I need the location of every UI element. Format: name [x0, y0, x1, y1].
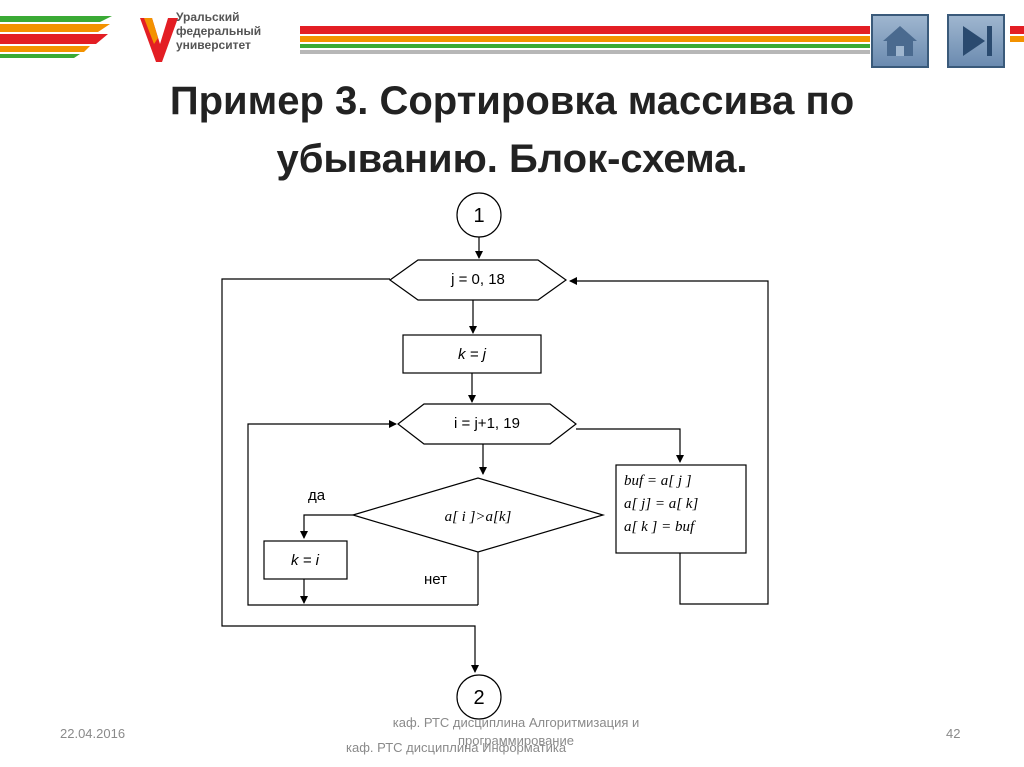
swap-line-3: a[ k ] = buf: [624, 519, 696, 535]
assign-k-i-label: k = i: [291, 552, 320, 569]
home-icon: [883, 26, 917, 56]
inner-loop-block: i = j+1, 19: [397, 403, 577, 445]
branch-no-label: нет: [424, 571, 447, 588]
footer-page-number: 42: [946, 726, 961, 741]
slide-title: Пример 3. Сортировка массива по убыванию…: [169, 79, 855, 181]
swap-line-1: buf = a[ j ]: [624, 473, 692, 489]
assign-k-j-label: k = j: [458, 346, 487, 363]
start-connector-label: 1: [473, 205, 484, 227]
header-stripes: [0, 16, 1024, 58]
footer-department-2: каф. РТС дисциплина Информатика: [346, 740, 567, 755]
start-connector: 1: [456, 192, 502, 238]
next-slide-icon: [963, 26, 992, 56]
footer-date: 22.04.2016: [60, 726, 126, 741]
outer-loop-block: j = 0, 18: [388, 259, 568, 301]
assign-k-j-block: k = j: [402, 334, 542, 374]
decision-label: a[ i ]>a[k]: [445, 509, 512, 525]
swap-block: buf = a[ j ] a[ j] = a[ k] a[ k ] = buf: [615, 464, 747, 554]
end-connector-label: 2: [473, 687, 484, 709]
end-connector: 2: [456, 674, 502, 720]
swap-line-2: a[ j] = a[ k]: [624, 496, 698, 512]
footer-department: каф. РТС дисциплина Алгоритмизация и про…: [392, 715, 640, 748]
urfu-logo: [140, 18, 178, 62]
branch-yes-label: да: [308, 487, 326, 504]
next-slide-button[interactable]: [947, 14, 1005, 68]
logo-text: Уральский федеральный университет: [176, 10, 262, 52]
decision-block: a[ i ]>a[k]: [350, 477, 606, 553]
home-button[interactable]: [871, 14, 929, 68]
inner-loop-label: i = j+1, 19: [454, 415, 520, 432]
outer-loop-label: j = 0, 18: [450, 271, 505, 288]
assign-k-i-block: k = i: [263, 540, 348, 580]
